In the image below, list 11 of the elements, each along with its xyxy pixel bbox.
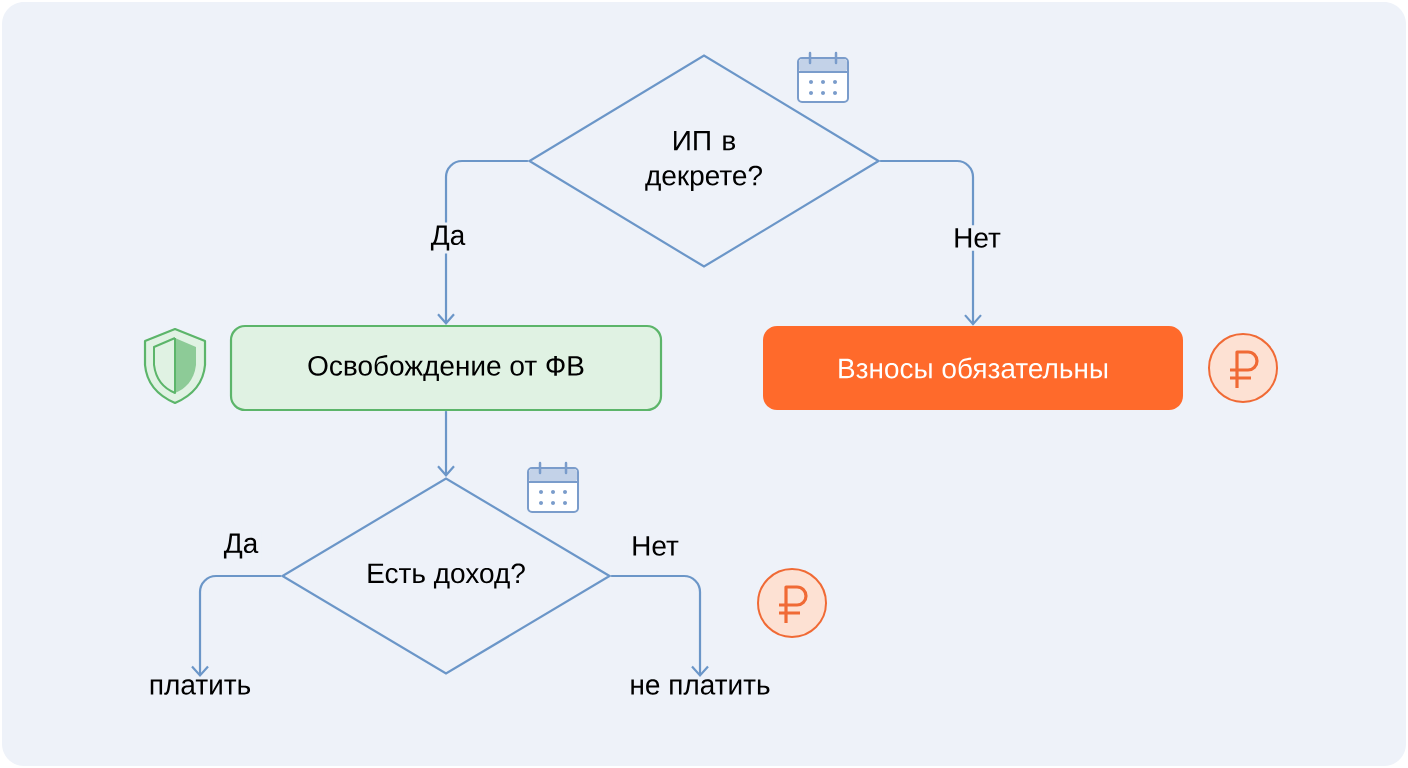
arrow — [611, 574, 709, 678]
process-box: Освобождение от ФВ — [229, 324, 663, 412]
arrow — [437, 411, 455, 477]
process-box: Взносы обязательны — [763, 326, 1183, 410]
outcome-text: не платить — [631, 679, 770, 695]
edge-label: Нет — [628, 533, 682, 559]
outcome-text: платить — [150, 679, 251, 695]
edge-label: Нет — [950, 225, 1004, 251]
arrow — [191, 574, 281, 678]
arrow — [437, 159, 528, 325]
arrow — [880, 159, 982, 326]
